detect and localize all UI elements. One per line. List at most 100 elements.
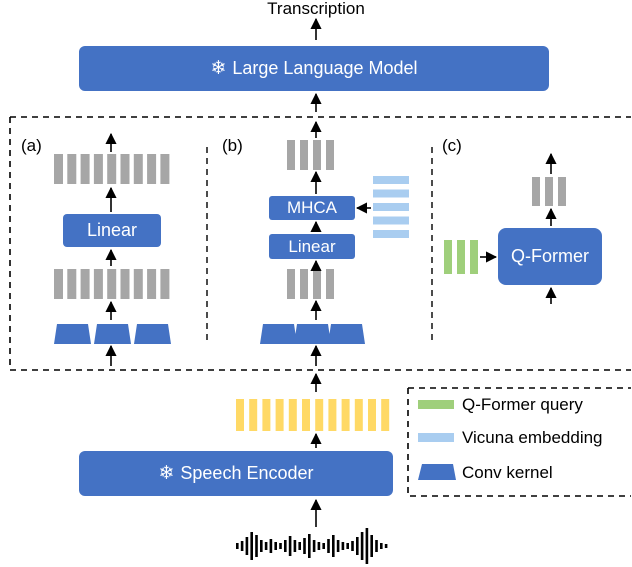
- speech-feature-tokens: [236, 399, 390, 431]
- waveform-bar: [308, 534, 311, 558]
- speech-encoder-label: ❄ Speech Encoder: [79, 451, 393, 496]
- waveform-bar: [269, 539, 273, 553]
- speech-token: [354, 399, 363, 431]
- conv-kernel: [328, 324, 365, 344]
- snowflake-icon: ❄: [210, 58, 227, 79]
- vicuna-token: [373, 176, 409, 184]
- panel-c-qformer-label: Q-Former: [511, 246, 589, 266]
- flow-arrows: [105, 17, 557, 527]
- llm-label: ❄ Large Language Model: [79, 46, 549, 91]
- token: [107, 154, 117, 184]
- token: [532, 177, 540, 206]
- vicuna-token: [373, 230, 409, 238]
- token: [300, 269, 308, 299]
- waveform-bar: [322, 543, 325, 549]
- token: [93, 269, 103, 299]
- token: [120, 269, 130, 299]
- panel-b-mhca-block: [269, 196, 355, 220]
- token: [80, 269, 90, 299]
- waveform-bar: [274, 542, 277, 550]
- waveform-bar: [245, 537, 249, 555]
- waveform-bar: [260, 540, 263, 552]
- projector-region: [9, 116, 631, 371]
- waveform-bar: [264, 542, 268, 550]
- token: [54, 154, 63, 184]
- panel-b-conv-kernels: [260, 324, 365, 344]
- legend-box: [407, 387, 631, 497]
- panel-a-tag: (a): [21, 136, 42, 155]
- waveform-bar: [279, 543, 282, 549]
- snowflake-icon: ❄: [158, 463, 175, 484]
- llm-label-text: Large Language Model: [232, 58, 418, 78]
- vicuna-token: [373, 216, 409, 225]
- waveform-bar: [341, 542, 345, 550]
- panel-c-query-tokens: [444, 240, 478, 274]
- token: [120, 154, 130, 184]
- waveform-bar: [336, 540, 340, 552]
- panel-b-vicuna-embeddings: [373, 176, 409, 238]
- waveform-bar: [332, 535, 335, 557]
- legend-swatch-vicuna-embedding: [418, 433, 454, 442]
- panel-b-top-tokens: [287, 140, 334, 170]
- waveform-icon: [236, 528, 388, 564]
- speech-token: [249, 399, 258, 431]
- speech-encoder-block: [79, 451, 393, 496]
- speech-token: [288, 399, 297, 431]
- waveform-bar: [298, 542, 301, 550]
- token: [147, 269, 157, 299]
- speech-token: [302, 399, 310, 431]
- speech-token: [328, 399, 337, 431]
- conv-kernel: [294, 324, 331, 344]
- speech-encoder-label-text: Speech Encoder: [180, 463, 314, 483]
- legend-swatch-conv-kernel: [418, 464, 456, 480]
- waveform-bar: [293, 540, 297, 552]
- waveform-bar: [365, 528, 369, 564]
- token: [80, 154, 90, 184]
- waveform-bar: [240, 541, 244, 551]
- panel-b-tag: (b): [222, 136, 243, 155]
- legend-label-vicuna-embedding: Vicuna embedding: [462, 428, 603, 447]
- query-token: [444, 240, 452, 274]
- waveform-bar: [351, 541, 354, 551]
- conv-kernel: [54, 324, 91, 344]
- waveform-bar: [317, 542, 321, 550]
- waveform-bar: [380, 543, 383, 549]
- token: [313, 140, 321, 170]
- token: [326, 140, 334, 170]
- waveform-bar: [346, 543, 349, 549]
- waveform-bar: [250, 532, 253, 560]
- panel-b-bottom-tokens: [287, 269, 334, 299]
- token: [545, 177, 553, 206]
- output-label: Transcription: [267, 0, 365, 18]
- token: [133, 154, 143, 184]
- panel-b-linear-label: Linear: [288, 236, 336, 256]
- panel-a-linear-label: Linear: [86, 220, 138, 240]
- legend-swatch-qformer-query: [418, 400, 454, 409]
- token: [93, 154, 103, 184]
- vicuna-token: [373, 203, 409, 211]
- speech-token: [368, 399, 376, 431]
- query-token: [457, 240, 465, 274]
- waveform-bar: [360, 532, 364, 560]
- conv-kernel: [260, 324, 297, 344]
- token: [313, 269, 321, 299]
- waveform-bar: [375, 540, 378, 552]
- token: [147, 154, 157, 184]
- legend-label-conv-kernel: Conv kernel: [462, 463, 553, 482]
- panel-b-linear-block: [269, 234, 355, 259]
- panel-c-tag: (c): [442, 136, 462, 155]
- conv-kernel: [94, 324, 131, 344]
- speech-token: [275, 399, 284, 431]
- waveform-bar: [288, 536, 292, 556]
- token: [160, 269, 170, 299]
- token: [67, 269, 77, 299]
- speech-token: [315, 399, 324, 431]
- panel-a-top-tokens: [54, 154, 170, 184]
- waveform-bar: [255, 535, 258, 557]
- waveform-bar: [356, 537, 359, 555]
- panel-c-qformer-block: [498, 228, 602, 285]
- token: [160, 154, 170, 184]
- panel-a-bottom-tokens: [54, 269, 170, 299]
